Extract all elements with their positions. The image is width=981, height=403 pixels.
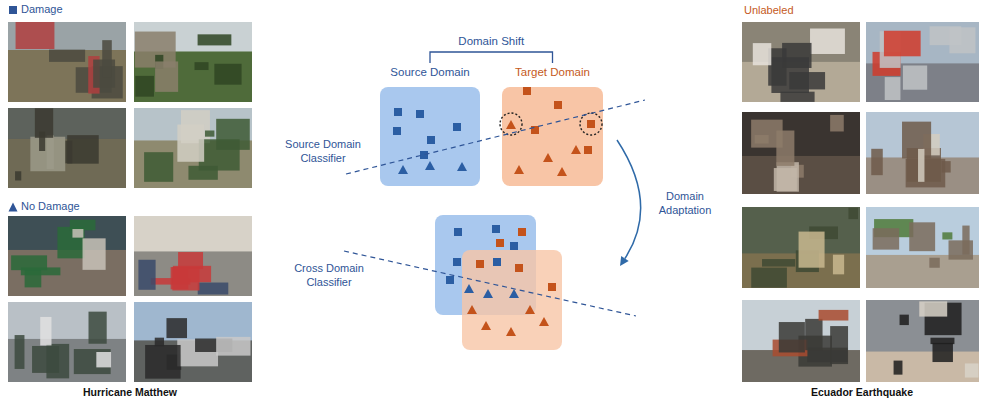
data-point bbox=[454, 228, 462, 236]
data-point bbox=[518, 228, 526, 236]
data-point bbox=[496, 239, 504, 247]
data-point bbox=[416, 110, 424, 118]
data-point bbox=[425, 161, 435, 170]
data-point bbox=[453, 123, 461, 131]
domain-region bbox=[380, 87, 480, 186]
domain-region bbox=[502, 87, 603, 186]
photo bbox=[866, 22, 979, 102]
highlight-circle bbox=[500, 113, 522, 135]
arrow-label: Domain Adaptation bbox=[650, 190, 720, 218]
data-point bbox=[514, 165, 524, 174]
dataset-caption: Hurricane Matthew bbox=[30, 386, 230, 399]
data-point bbox=[531, 126, 539, 134]
photo bbox=[742, 112, 860, 194]
data-point bbox=[557, 167, 567, 176]
photo bbox=[8, 302, 126, 382]
data-point bbox=[420, 151, 428, 159]
edge-label: Domain Shift bbox=[456, 34, 526, 48]
data-point bbox=[515, 264, 523, 272]
legend-text: Damage bbox=[21, 3, 63, 16]
photo bbox=[866, 112, 979, 194]
data-point bbox=[394, 108, 402, 116]
data-point bbox=[539, 317, 549, 326]
highlight-circle bbox=[580, 113, 602, 135]
data-point bbox=[571, 145, 581, 154]
legend-text: No Damage bbox=[21, 200, 80, 213]
adaptation-arrow bbox=[617, 140, 641, 258]
legend-square bbox=[8, 5, 18, 15]
data-point bbox=[587, 120, 595, 128]
legend-entry: Damage bbox=[8, 3, 63, 16]
photo bbox=[742, 207, 860, 288]
photo bbox=[8, 216, 126, 296]
set-label: Unlabeled bbox=[744, 4, 824, 18]
data-point bbox=[548, 283, 556, 291]
photo bbox=[742, 300, 860, 382]
classifier-label: Source Domain Classifier bbox=[280, 138, 366, 166]
classifier-label: Cross Domain Classifier bbox=[286, 262, 372, 290]
data-point bbox=[523, 87, 531, 95]
data-point bbox=[506, 120, 516, 129]
photo bbox=[742, 22, 860, 102]
data-point bbox=[543, 153, 553, 162]
data-point bbox=[453, 258, 461, 266]
photo bbox=[134, 216, 252, 296]
data-point bbox=[393, 127, 401, 135]
data-point bbox=[510, 242, 518, 250]
data-point bbox=[457, 162, 467, 171]
domain-box: Target Domain bbox=[502, 66, 603, 186]
photo bbox=[134, 22, 252, 102]
photo bbox=[134, 108, 252, 188]
legend-triangle bbox=[8, 202, 18, 212]
photo bbox=[866, 300, 979, 382]
photo bbox=[134, 302, 252, 382]
data-point bbox=[584, 146, 592, 154]
photo bbox=[866, 207, 979, 288]
domain-title: Target Domain bbox=[502, 66, 603, 80]
data-point bbox=[493, 258, 501, 266]
domain-title: Source Domain bbox=[380, 66, 480, 80]
data-point bbox=[464, 284, 474, 293]
data-point bbox=[476, 260, 484, 268]
data-point bbox=[398, 165, 408, 174]
data-point bbox=[481, 321, 491, 330]
data-point bbox=[492, 225, 500, 233]
data-point bbox=[483, 289, 493, 298]
classifier-line bbox=[346, 100, 645, 174]
data-point bbox=[467, 305, 477, 314]
legend-entry: No Damage bbox=[8, 200, 80, 213]
data-point bbox=[525, 305, 535, 314]
data-point bbox=[427, 136, 435, 144]
photo bbox=[8, 108, 126, 188]
data-point bbox=[509, 289, 519, 298]
domain-shift-bracket bbox=[430, 52, 553, 63]
dataset-caption: Ecuador Earthquake bbox=[762, 386, 962, 399]
data-point bbox=[446, 276, 454, 284]
arrow-head bbox=[620, 256, 629, 266]
photo bbox=[8, 22, 126, 102]
classifier-line bbox=[344, 251, 636, 316]
target-region bbox=[462, 250, 562, 350]
data-point bbox=[506, 327, 516, 336]
domain-box: Source Domain bbox=[380, 66, 480, 186]
data-point bbox=[554, 101, 562, 109]
